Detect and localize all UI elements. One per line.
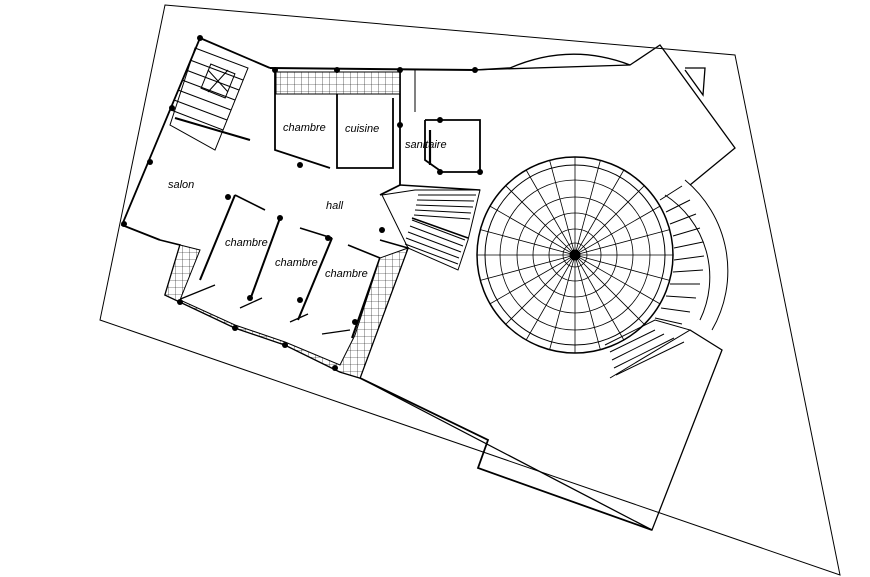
label-chambre-top: chambre: [283, 122, 326, 134]
top-stair: [169, 47, 251, 151]
label-sanitaire: sanitaire: [405, 139, 447, 151]
label-chambre-middle: chambre: [275, 257, 318, 269]
circular-dome: [476, 156, 674, 354]
terrace-tiling: [164, 244, 409, 379]
label-chambre-right: chambre: [325, 268, 368, 280]
label-hall: hall: [326, 200, 344, 212]
central-stair: [381, 189, 481, 271]
corridor-tiles: [275, 71, 401, 95]
spiral-stair: [604, 179, 729, 379]
label-chambre-left: chambre: [225, 237, 268, 249]
right-wing-outline: [359, 44, 736, 531]
site-boundary: [99, 4, 841, 576]
wall-junctions: [121, 35, 483, 371]
label-salon: salon: [168, 179, 194, 191]
label-cuisine: cuisine: [345, 123, 379, 135]
